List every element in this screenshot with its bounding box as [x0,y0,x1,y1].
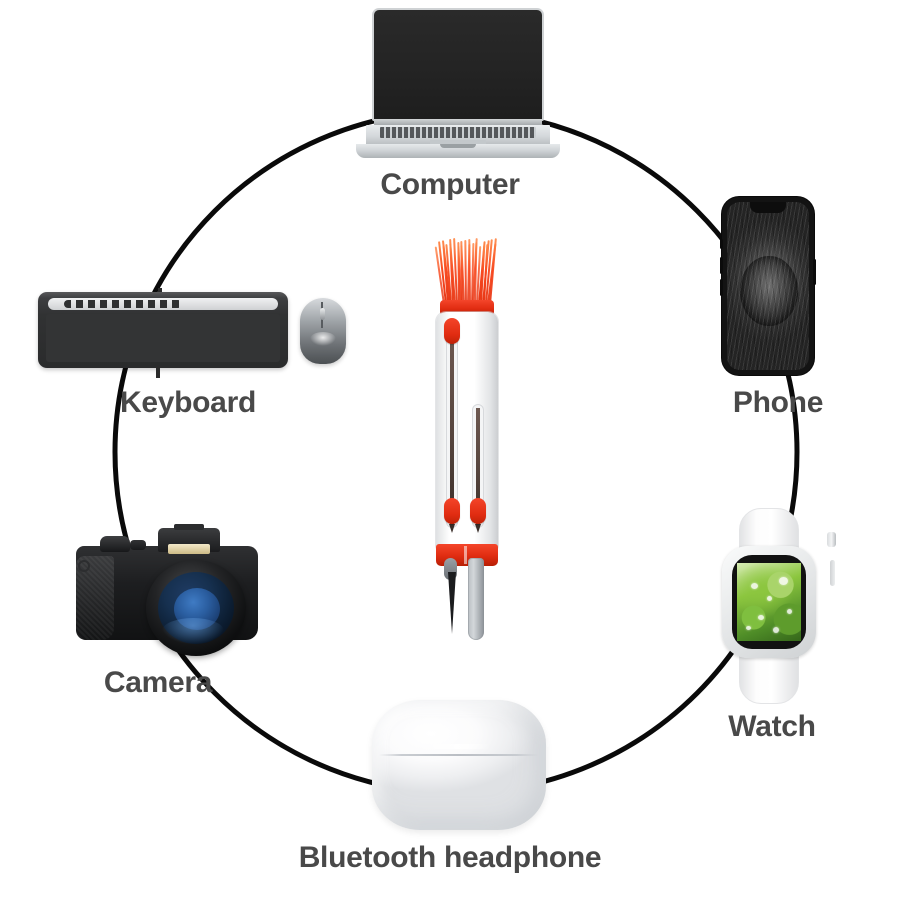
keyboard-mouse-icon [38,288,348,378]
laptop-hinge [374,120,542,126]
earbuds-case-icon [372,700,546,830]
earbuds-case-lid-seam [379,754,539,756]
label-computer: Computer [380,168,520,201]
water-droplet [746,626,751,630]
camera-hotshoe [174,524,204,530]
label-keyboard: Keyboard [120,386,256,419]
watch-crown [827,532,836,547]
laptop-lid-notch [440,144,476,148]
camera-lens-reflection [162,618,224,644]
camera-flash [168,544,210,554]
watch-side-button [830,560,835,586]
brush-collar-top [440,300,494,314]
label-watch: Watch [728,710,816,743]
watch-display [732,555,806,649]
keyboard-media-keys [64,300,182,308]
laptop-trackpad [430,140,486,145]
camera-mode-dial [100,536,130,552]
label-bluetooth-headphone: Bluetooth headphone [298,841,602,874]
pen-collar-slot [464,546,467,564]
pen-slider-knob-left [444,498,460,524]
phone-volume-down [720,279,723,296]
mouse-highlight [310,332,336,346]
water-droplet [773,627,779,633]
keyboard-keys [46,314,280,362]
pen-sponge-tip [468,558,484,640]
cleaning-brush-pen [420,236,512,650]
laptop-screen [372,8,544,121]
camera-shutter-button [130,540,146,550]
phone-wallpaper-knot [740,255,798,327]
water-droplet [751,583,758,589]
watch-wallpaper-leaves [737,563,801,641]
phone-wallpaper-grain [727,202,809,370]
pen-rod-tip-2 [475,524,481,533]
water-droplet [787,609,792,614]
phone-body [722,197,814,375]
pen-slider-knob-top [444,318,460,344]
phone-notch [750,202,786,213]
phone-screen [727,202,809,370]
water-droplet [758,615,764,620]
pen-inner-rod-1 [450,336,454,526]
pen-rod-tip-1 [449,524,455,533]
camera-icon [70,518,264,658]
mouse-scroll-wheel [320,308,325,320]
pen-metal-tip [448,572,456,634]
phone-mute-switch [720,239,723,249]
pen-slider-knob-right [470,498,486,524]
phone-power-button [813,259,816,285]
label-camera: Camera [103,666,213,699]
pen-inner-rod-2 [476,408,480,526]
label-phone: Phone [732,386,824,419]
keyboard-cable-bottom [156,366,160,378]
laptop-base [356,144,560,158]
smartphone-icon [720,197,816,375]
water-droplet [767,596,772,601]
brush-bristles [434,236,497,305]
laptop-icon [352,8,564,168]
water-droplet [779,577,788,585]
earbuds-case-body [372,700,546,830]
smartwatch-icon [706,508,836,704]
earbuds-case-highlight [424,744,490,749]
camera-strap-lug [78,560,90,572]
phone-volume-up [720,257,723,274]
laptop-keys [380,127,536,138]
